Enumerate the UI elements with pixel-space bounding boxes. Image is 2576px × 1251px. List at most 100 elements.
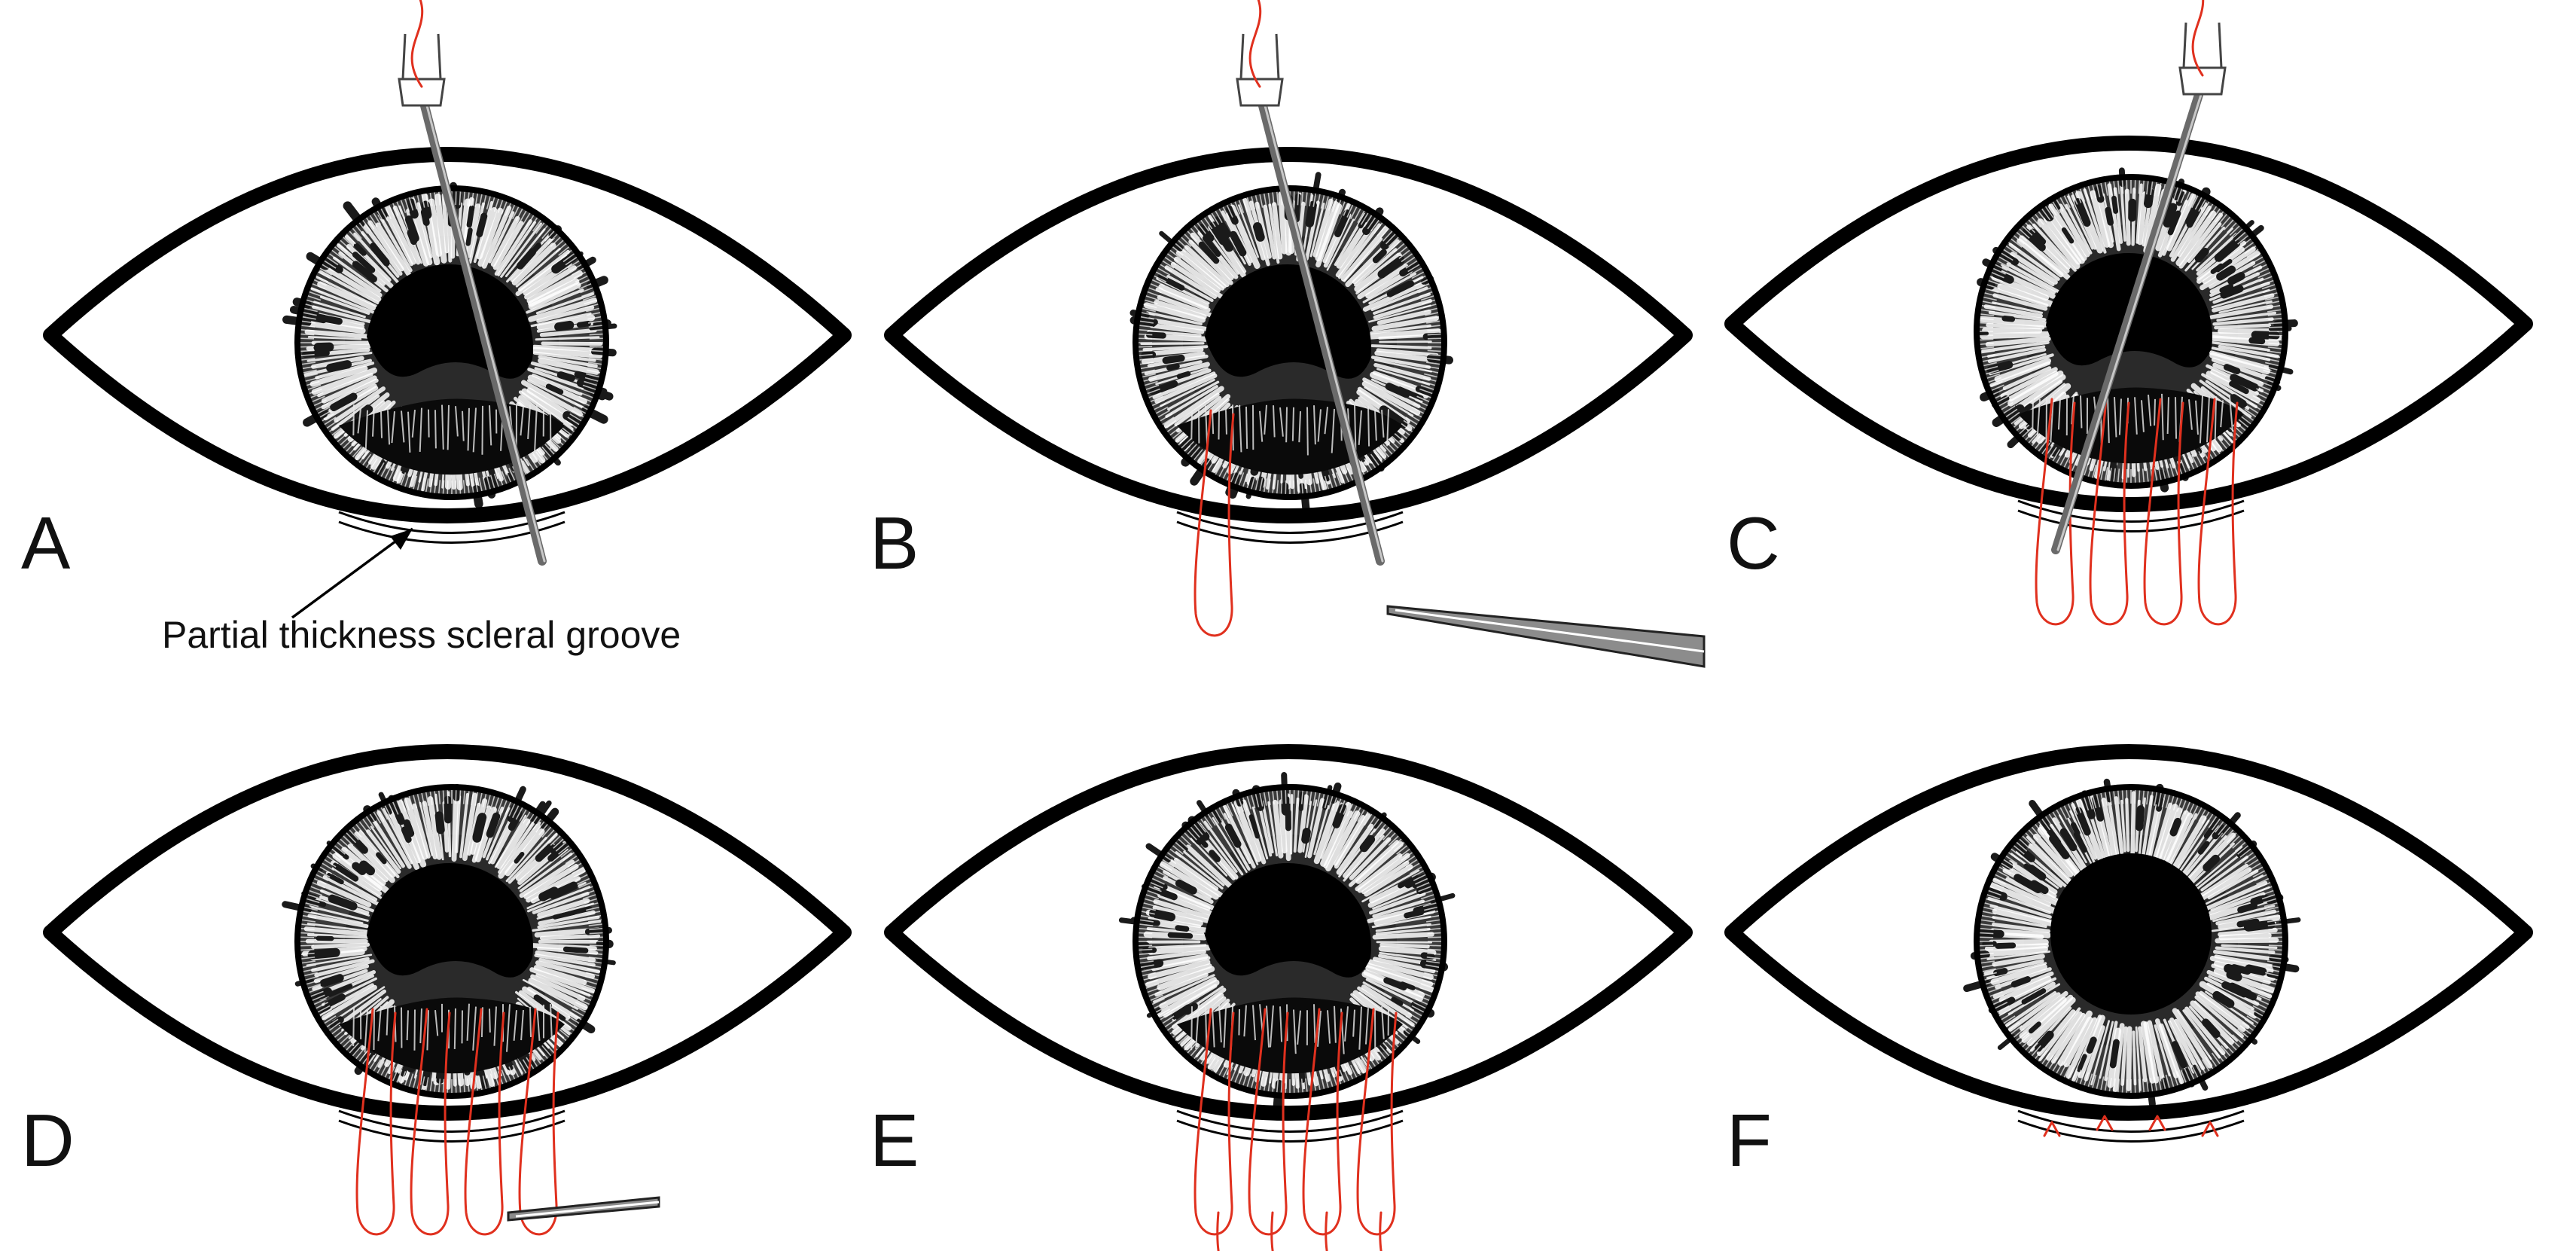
iris-fiber bbox=[2200, 856, 2249, 892]
scleral-groove-inner bbox=[2017, 1109, 2245, 1133]
iris-fiber bbox=[2007, 371, 2059, 402]
limbal-line bbox=[404, 198, 410, 212]
eyelid-outline bbox=[884, 147, 1693, 523]
limbal-line bbox=[1346, 1066, 1354, 1080]
iris-fiber bbox=[474, 807, 497, 862]
iris-fiber bbox=[1361, 380, 1421, 416]
iris-crypt bbox=[1198, 223, 1215, 243]
suture-loop bbox=[464, 1008, 505, 1236]
limbal-line bbox=[1383, 230, 1393, 242]
iris-fiber bbox=[1365, 963, 1434, 987]
limbal-line bbox=[358, 821, 368, 833]
limbal-line bbox=[1335, 798, 1342, 812]
limbal-line bbox=[2071, 191, 2078, 205]
limbal-line bbox=[2019, 424, 2030, 435]
iris-crypt bbox=[1202, 235, 1221, 258]
iris-crypt bbox=[421, 200, 432, 219]
iris-crypt bbox=[549, 881, 578, 900]
limbal-line bbox=[1418, 392, 1431, 398]
limbal-line bbox=[2100, 1076, 2105, 1091]
limbal-line bbox=[2067, 1066, 2075, 1080]
limbal-line bbox=[447, 790, 449, 804]
limbal-line bbox=[1415, 399, 1428, 407]
limbal-line bbox=[1178, 1034, 1189, 1045]
needle-shaft bbox=[1255, 90, 1385, 566]
iris-fiber bbox=[1147, 949, 1206, 961]
limbal-line bbox=[1169, 848, 1181, 858]
limbal-line bbox=[1981, 964, 1995, 969]
iris-fiber bbox=[1988, 310, 2047, 322]
limbal-line bbox=[1144, 898, 1158, 904]
strand bbox=[2114, 397, 2117, 438]
iris-fiber bbox=[1154, 373, 1218, 404]
iris-fiber bbox=[375, 222, 411, 276]
limbal-line bbox=[519, 1060, 527, 1074]
limbal-line bbox=[1164, 420, 1177, 429]
iris-fiber bbox=[505, 837, 547, 883]
iris-crypt bbox=[401, 826, 412, 843]
limbal-line bbox=[562, 852, 575, 862]
limbal-line bbox=[1376, 449, 1386, 461]
limbal-line bbox=[388, 468, 395, 481]
limbal-line bbox=[2201, 201, 2210, 214]
iris-fiber bbox=[301, 319, 366, 334]
panels-layer bbox=[43, 0, 2533, 1251]
limbal-line bbox=[2268, 952, 2282, 955]
limbal-line bbox=[369, 458, 378, 471]
iris-fiber bbox=[311, 368, 378, 395]
limbal-line bbox=[1190, 826, 1200, 838]
limbal-line bbox=[2075, 190, 2082, 203]
limbal-line bbox=[1331, 473, 1337, 487]
iris-crypt bbox=[1162, 354, 1185, 365]
iris-fiber bbox=[2215, 946, 2276, 954]
iris-fiber bbox=[1304, 200, 1320, 261]
iris-fiber bbox=[1231, 804, 1259, 865]
limbal-line bbox=[1215, 1060, 1223, 1074]
limbal-line bbox=[2194, 197, 2203, 210]
limbal-line bbox=[2087, 185, 2093, 200]
limbal-line bbox=[1411, 870, 1425, 878]
limbal-line bbox=[2165, 464, 2170, 478]
limbal-line bbox=[1980, 313, 1995, 316]
limbal-line bbox=[588, 358, 602, 361]
iris-crypt bbox=[2202, 1018, 2221, 1039]
iris-fiber bbox=[2090, 1020, 2111, 1086]
panel-label-b: B bbox=[870, 502, 919, 584]
limbal-line bbox=[2084, 462, 2090, 476]
limbal-line bbox=[1144, 979, 1158, 985]
iris-fiber bbox=[1370, 324, 1431, 334]
strand bbox=[426, 1010, 429, 1051]
limbal-line bbox=[589, 944, 603, 947]
needle-highlight bbox=[422, 93, 546, 563]
iris-crypt bbox=[313, 342, 334, 352]
limbal-line bbox=[555, 841, 567, 852]
suture-loop bbox=[2143, 398, 2184, 626]
iris-fiber bbox=[1183, 850, 1225, 886]
iris-fiber bbox=[2019, 990, 2068, 1031]
iris-fiber bbox=[1315, 203, 1343, 268]
iris-crypt bbox=[2050, 441, 2064, 457]
limbal-line bbox=[1418, 886, 1431, 892]
iris-fiber bbox=[481, 206, 512, 269]
limbal-line bbox=[1324, 1074, 1329, 1088]
limbal-line bbox=[1426, 325, 1440, 328]
iris-fiber bbox=[2125, 798, 2130, 853]
limbal-line bbox=[515, 208, 523, 221]
limbal-line bbox=[2211, 818, 2221, 831]
limbal-line bbox=[2226, 222, 2237, 233]
limbal-line bbox=[2001, 862, 2014, 871]
limbal-line bbox=[2198, 199, 2206, 212]
limbal-line bbox=[1187, 230, 1197, 242]
limbal-line bbox=[304, 972, 318, 977]
limbal-line bbox=[416, 794, 422, 807]
limbal-line bbox=[2201, 811, 2210, 824]
limbal-line bbox=[2226, 832, 2237, 844]
limbal-line bbox=[459, 480, 462, 494]
limbal-line bbox=[577, 279, 590, 286]
iris-fiber bbox=[1146, 926, 1205, 935]
iris-fiber bbox=[1379, 943, 1430, 949]
limbal-line bbox=[1316, 194, 1321, 208]
strand bbox=[2148, 394, 2152, 426]
eye-panel-d bbox=[43, 744, 852, 1236]
strand bbox=[419, 1008, 422, 1044]
